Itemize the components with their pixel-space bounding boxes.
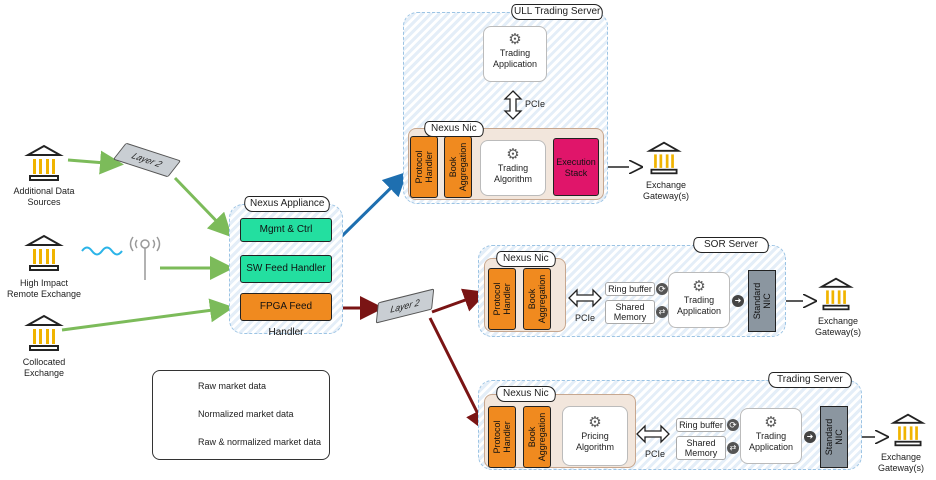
arrow-right-icon: ➜ bbox=[732, 295, 744, 307]
ull-protocol-handler: Protocol Handler bbox=[410, 136, 438, 198]
sor-trading-app-label: Trading Application bbox=[676, 295, 722, 316]
gear-icon: ⚙ bbox=[588, 414, 602, 431]
appliance-title: Nexus Appliance bbox=[242, 196, 332, 212]
legend-raw-label: Raw market data bbox=[198, 381, 267, 391]
sor-gateway-label: Exchange Gateway(s) bbox=[814, 316, 861, 337]
sw-feed-handler-block: SW Feed Handler bbox=[240, 255, 332, 283]
sor-pcie-double-arrow-icon bbox=[568, 288, 602, 308]
trading-pricing-algorithm: ⚙ Pricing Algorithm bbox=[562, 406, 628, 466]
arrow-switch2-to-trading bbox=[428, 317, 488, 434]
ull-nic-title: Nexus Nic bbox=[422, 121, 486, 137]
sor-book-aggregation: Book Aggregation bbox=[523, 268, 551, 330]
trading-shared-memory: Shared Memory bbox=[676, 436, 726, 460]
bank-icon bbox=[24, 144, 64, 181]
swap-icon: ⇄ bbox=[656, 306, 668, 318]
ull-execution-stack: Execution Stack bbox=[553, 138, 599, 196]
trading-pricing-label: Pricing Algorithm bbox=[575, 431, 614, 452]
legend-box bbox=[152, 370, 330, 460]
gear-icon: ⚙ bbox=[508, 31, 522, 48]
arrow-appliance-to-ull bbox=[340, 171, 408, 238]
trading-pcie-label: PCIe bbox=[644, 449, 665, 459]
trading-standard-nic: Standard NIC bbox=[820, 406, 848, 468]
trading-protocol-handler: Protocol Handler bbox=[488, 406, 516, 468]
ull-algo-label: Trading Algorithm bbox=[493, 163, 532, 184]
gear-icon: ⚙ bbox=[506, 146, 520, 163]
trading-nic-title: Nexus Nic bbox=[494, 386, 558, 402]
bank-icon bbox=[24, 314, 64, 351]
trading-trading-app-label: Trading Application bbox=[748, 431, 794, 452]
arrow-additional-to-switch bbox=[67, 150, 124, 175]
ull-exec-label: Execution Stack bbox=[556, 157, 596, 178]
mgmt-ctrl-block: Mgmt & Ctrl bbox=[240, 218, 332, 242]
bank-icon bbox=[646, 141, 682, 175]
source-remote-label: High Impact Remote Exchange bbox=[6, 278, 82, 299]
source-collocated-label: Collocated Exchange bbox=[22, 357, 66, 378]
arrow-collocated-to-fpga bbox=[61, 298, 234, 332]
ull-trading-app-box: ⚙ Trading Application bbox=[483, 26, 547, 82]
bank-icon bbox=[818, 277, 854, 311]
sor-trading-app: ⚙ Trading Application bbox=[668, 272, 730, 328]
trading-gateway-label: Exchange Gateway(s) bbox=[877, 452, 924, 473]
sor-protocol-handler: Protocol Handler bbox=[488, 268, 516, 330]
sor-server-title: SOR Server bbox=[691, 237, 771, 253]
ull-trading-app-label: Trading Application bbox=[492, 48, 538, 69]
pcie-double-arrow-icon bbox=[503, 90, 523, 120]
sor-shared-memory: Shared Memory bbox=[605, 300, 655, 324]
gear-icon: ⚙ bbox=[764, 414, 778, 431]
gear-icon: ⚙ bbox=[692, 278, 706, 295]
sor-pcie-label: PCIe bbox=[574, 313, 595, 323]
legend-normalized-label: Normalized market data bbox=[198, 409, 294, 419]
trading-pcie-double-arrow-icon bbox=[636, 424, 670, 444]
bank-icon bbox=[24, 234, 64, 271]
fpga-feed-handler-block: FPGA Feed Handler bbox=[240, 293, 332, 338]
bank-icon bbox=[890, 413, 926, 447]
ull-book-aggregation: Book Aggregation bbox=[444, 136, 472, 198]
trading-ring-buffer: Ring buffer bbox=[676, 418, 726, 432]
arrow-switch2-to-sor bbox=[431, 288, 488, 314]
sor-standard-nic: Standard NIC bbox=[748, 270, 776, 332]
source-additional-label: Additional Data Sources bbox=[13, 186, 75, 207]
trading-trading-app: ⚙ Trading Application bbox=[740, 408, 802, 464]
swap-icon: ⇄ bbox=[727, 442, 739, 454]
antenna-tower-icon bbox=[129, 236, 161, 280]
trading-server-title: Trading Server bbox=[766, 372, 854, 388]
trading-book-aggregation: Book Aggregation bbox=[523, 406, 551, 468]
ull-pcie-label: PCIe bbox=[525, 99, 546, 109]
ull-server-title: ULL Trading Server bbox=[509, 4, 605, 20]
ull-gateway-label: Exchange Gateway(s) bbox=[642, 180, 689, 201]
sor-nic-title: Nexus Nic bbox=[494, 251, 558, 267]
sor-ring-buffer: Ring buffer bbox=[605, 282, 655, 296]
legend-both-label: Raw & normalized market data bbox=[198, 437, 322, 447]
arrow-right-icon: ➜ bbox=[804, 431, 816, 443]
refresh-icon: ⟳ bbox=[727, 419, 739, 431]
refresh-icon: ⟳ bbox=[656, 283, 668, 295]
ull-trading-algorithm: ⚙ Trading Algorithm bbox=[480, 140, 546, 196]
arrow-switch-to-mgmt bbox=[173, 176, 233, 238]
wave-icon bbox=[81, 246, 123, 256]
